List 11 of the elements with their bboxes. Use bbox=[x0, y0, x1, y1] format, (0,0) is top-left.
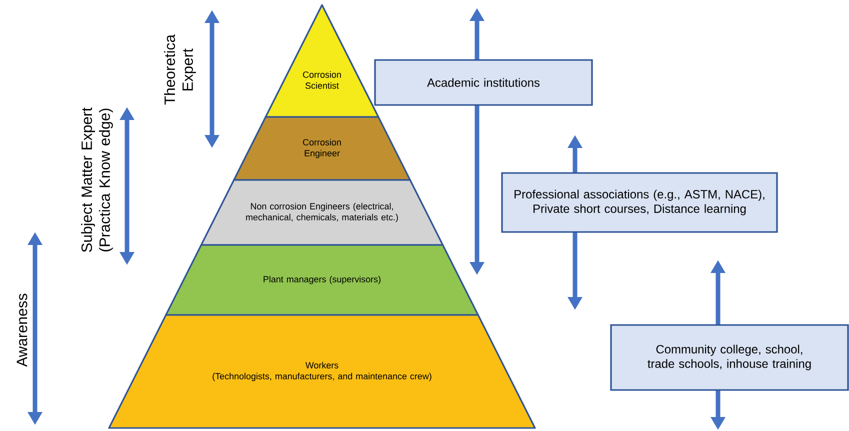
pyramid-layer: Plant managers (supervisors) bbox=[165, 244, 479, 316]
pyramid-layer: Non corrosion Engineers (electrical, mechanical, chemicals, materials etc.) bbox=[200, 179, 444, 246]
rotated-label: Theoretica Expert bbox=[164, 34, 196, 105]
text-box: Community college, school, trade schools, inhouse training bbox=[610, 324, 849, 391]
text-box: Professional associations (e.g., ASTM, NACE), Private short courses, Distance learning bbox=[501, 172, 778, 233]
text-box: Academic institutions bbox=[374, 59, 593, 106]
rotated-label: Subject Matter Expert (Practica Know edge) bbox=[81, 107, 113, 252]
rotated-label: Awareness bbox=[16, 294, 28, 367]
pyramid-layer: Workers (Technologists, manufacturers, and maintenance crew) bbox=[108, 314, 536, 429]
pyramid-layer: Corrosion Engineer bbox=[233, 116, 411, 181]
pyramid-layer: Corrosion Scientist bbox=[264, 4, 380, 118]
